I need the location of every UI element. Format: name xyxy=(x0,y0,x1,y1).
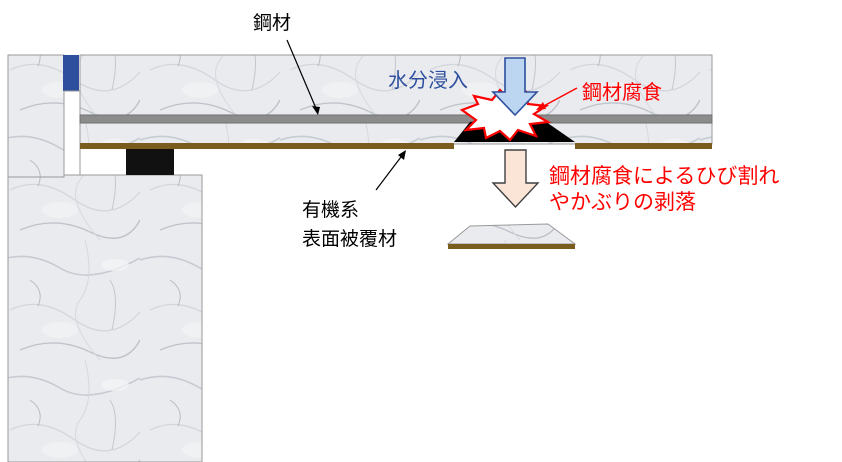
crack-spalling-line-1: 鋼材腐食によるひび割れ xyxy=(549,164,780,188)
coating-leader-line xyxy=(375,152,405,191)
organic-coating-label: 有機系 表面被覆材 xyxy=(302,196,397,253)
expansion-gap xyxy=(63,90,81,176)
down-arrow-icon xyxy=(491,57,539,117)
blue-end-block xyxy=(63,55,79,91)
organic-coating-line-2: 表面被覆材 xyxy=(302,227,398,250)
bearing-pad xyxy=(126,149,174,175)
spalled-cover-piece xyxy=(446,223,577,245)
steel-label: 鋼材 xyxy=(253,12,292,34)
organic-coating-line-1: 有機系 xyxy=(302,199,360,221)
end-wall xyxy=(7,54,65,178)
steel-corrosion-label: 鋼材腐食 xyxy=(582,80,662,104)
steel-leader-arrowhead xyxy=(312,106,320,115)
crack-spalling-label: 鋼材腐食によるひび割れ やかぶりの剥落 xyxy=(549,164,779,215)
down-arrow-icon xyxy=(491,149,540,209)
surface-coating-left xyxy=(80,143,454,149)
spalled-coating-piece xyxy=(448,244,575,249)
corrosion-leader-arrowhead xyxy=(536,102,546,110)
surface-coating-right xyxy=(575,143,712,149)
corrosion-leader-line xyxy=(539,87,578,109)
steel-leader-line xyxy=(286,39,319,114)
crack-spalling-line-2: やかぶりの剥落 xyxy=(549,189,696,214)
pier-column xyxy=(7,174,203,462)
deck-slab xyxy=(79,54,713,145)
steel-bar xyxy=(79,114,713,124)
coating-leader-arrowhead xyxy=(398,150,406,160)
water-ingress-label: 水分浸入 xyxy=(388,68,468,92)
